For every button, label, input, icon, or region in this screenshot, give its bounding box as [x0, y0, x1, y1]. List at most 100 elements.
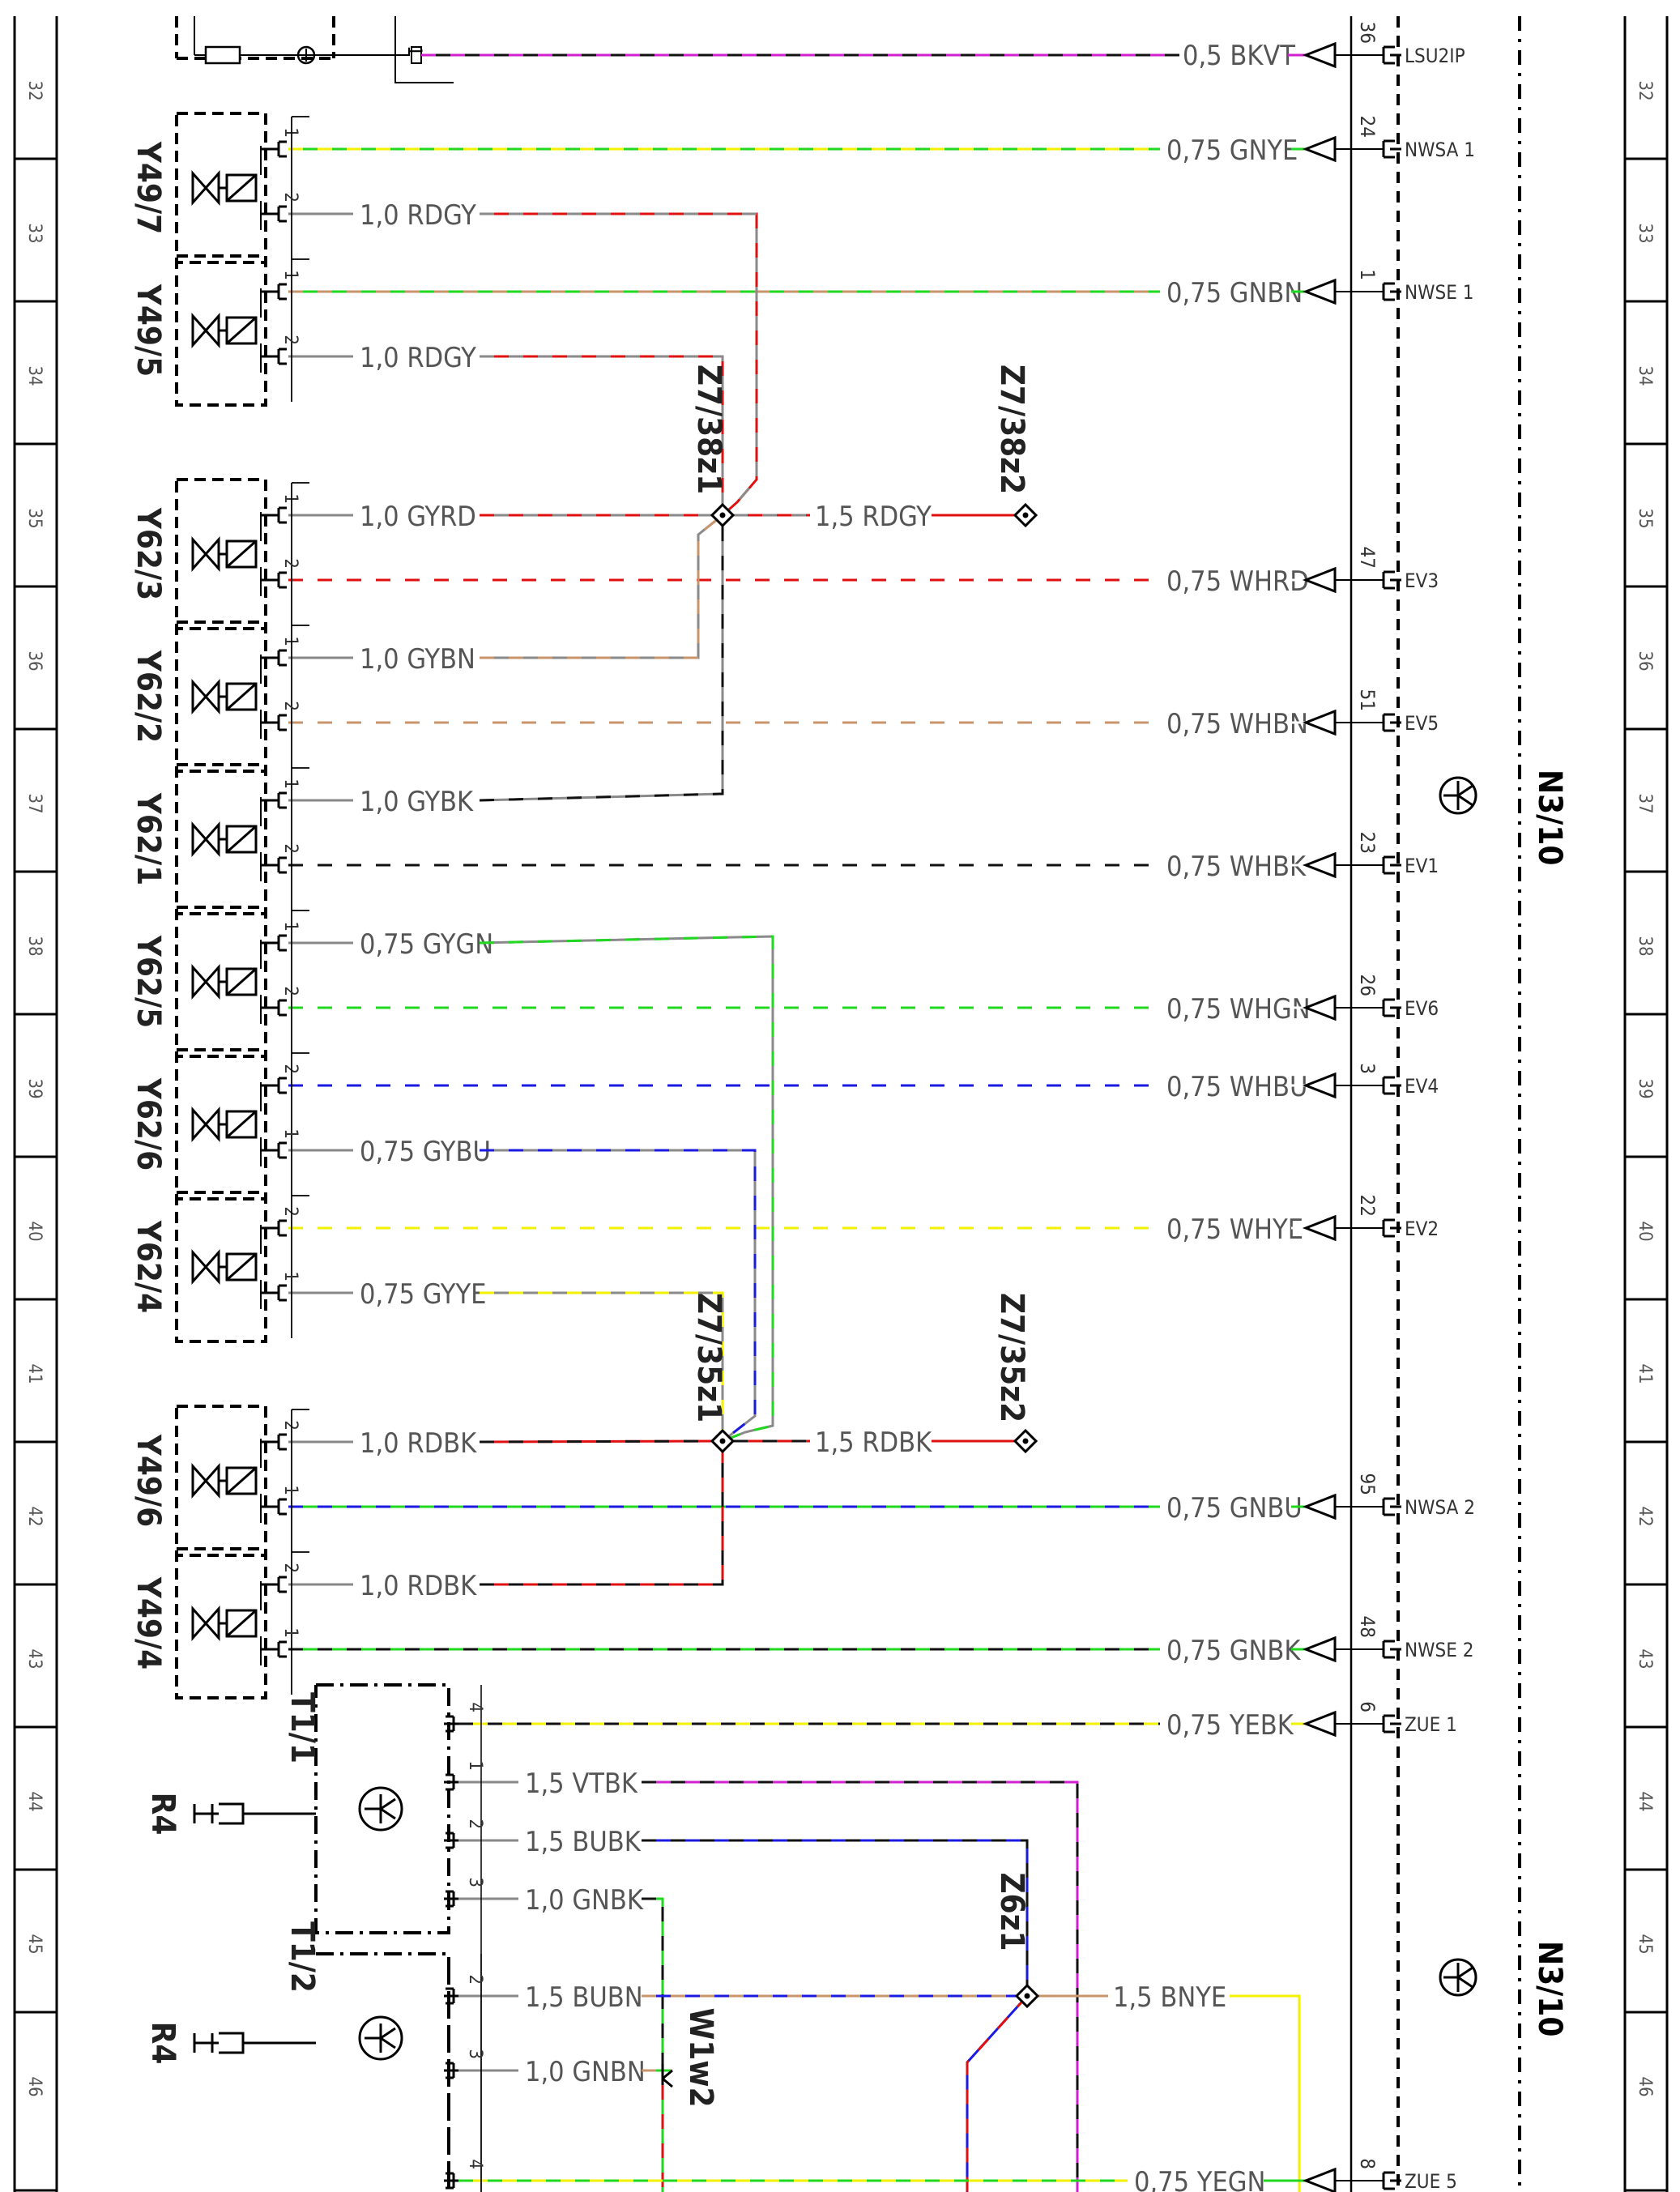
pin-connector-icon [261, 649, 287, 667]
connector-pin-icon [1382, 139, 1401, 159]
connector-pin-icon [1382, 570, 1401, 590]
ecu-terminal-label: EV5 [1405, 712, 1439, 735]
wire [480, 1149, 757, 1443]
wire-segment [1230, 1994, 1301, 2192]
valve-Y62-3: Y62/312 [130, 478, 309, 630]
splice-point: Z7/38z1 [690, 365, 736, 528]
wire-segment [480, 212, 758, 517]
pin-bracket [291, 767, 309, 910]
wire-segment [480, 1149, 757, 1443]
wire-segment [642, 1839, 1029, 1996]
pin-bracket [291, 258, 309, 402]
pin-number: 2 [280, 843, 301, 854]
pin-number: 2 [280, 986, 301, 996]
pin-connector-icon [261, 714, 287, 731]
grid-number: 41 [1635, 1363, 1655, 1384]
valve-id-label: Y49/7 [130, 141, 167, 234]
grid-number: 36 [24, 650, 45, 671]
transistor-icon [358, 2015, 403, 2061]
connector-pin-icon [1382, 998, 1401, 1017]
wire [479, 515, 724, 802]
wire-segment [642, 1897, 664, 2064]
valve-id-label: Y62/2 [130, 650, 167, 743]
pin-bracket [291, 625, 309, 768]
ecu-terminal-label: EV2 [1405, 1218, 1439, 1240]
pin-connector-icon [261, 506, 287, 524]
wire [1230, 1994, 1301, 2192]
grid-strip-right [1623, 16, 1669, 2192]
pin-connector-icon [444, 1890, 458, 1908]
wire-label: 1,0 RDGY [360, 199, 476, 232]
wire-label: 0,75 GNYE [1166, 134, 1298, 167]
wire [480, 1291, 724, 1441]
grid-number: 34 [24, 365, 45, 386]
wire [966, 1994, 1029, 2192]
grid-number: 37 [24, 793, 45, 813]
wire-label: 0,5 BKVT [1183, 40, 1295, 72]
connector-arrow-icon [1302, 1493, 1337, 1520]
pin-bracket [291, 1409, 309, 1552]
transistor-icon [365, 1794, 396, 1823]
valve-box [175, 478, 267, 630]
valve-id-label: Y49/5 [130, 284, 167, 377]
ecu-pin-number: 51 [1356, 689, 1379, 711]
pin-connector-icon [261, 1498, 287, 1516]
valve-id-label: Y62/4 [130, 1220, 167, 1313]
valve-box [175, 620, 267, 773]
wire-label: 0,75 YEBK [1166, 1709, 1294, 1742]
ecu-terminal-label: NWSE 1 [1405, 281, 1473, 304]
wire-label: 0,75 YEGN [1134, 2166, 1265, 2192]
pin-bracket [291, 258, 309, 402]
valve-id-label: Y49/6 [130, 1434, 167, 1527]
grid-number: 40 [24, 1221, 45, 1241]
connector-pin-icon [1382, 1076, 1401, 1095]
grid-number: 40 [1635, 1221, 1655, 1241]
wire-label: 1,0 RDGY [360, 342, 476, 374]
solenoid-icon [226, 316, 257, 345]
valve-layer: Y49/712Y49/512Y62/312Y62/212Y62/112Y62/5… [130, 112, 309, 1699]
pin-bracket [291, 910, 309, 1053]
valve-icon [191, 1107, 220, 1142]
wire-segment [480, 514, 723, 659]
wire-label: 0,75 WHYE [1166, 1213, 1303, 1246]
solenoid-icon [226, 682, 257, 711]
splice-label: Z6z1 [993, 1872, 1030, 1951]
wire-segment [642, 1839, 1029, 1996]
valve-icon [191, 1606, 220, 1641]
valve-id-label: Y62/6 [130, 1077, 167, 1171]
connector-pin-icon [1382, 713, 1401, 732]
connector-pin-icon [1382, 1218, 1401, 1238]
pin-bracket [291, 1195, 309, 1338]
pin-number: 1 [280, 493, 301, 504]
ecu-terminal-label: NWSA 1 [1405, 139, 1475, 161]
ecu-terminal-label: EV1 [1405, 855, 1439, 877]
coil-box [314, 1683, 450, 1934]
grid-number: 34 [1635, 365, 1655, 386]
valve-Y62-1: Y62/112 [130, 763, 309, 915]
pin-bracket [291, 625, 309, 768]
solenoid-icon [226, 1110, 257, 1139]
splice-dot [1024, 1993, 1030, 1999]
sensor-icon [193, 2032, 251, 2054]
connector-arrow-icon [1302, 2167, 1337, 2192]
grid-number: 46 [1635, 2076, 1655, 2096]
grid-number: 35 [24, 508, 45, 528]
grid-number: 42 [24, 1506, 45, 1526]
valve-box [175, 112, 267, 264]
wire-segment [480, 514, 723, 659]
